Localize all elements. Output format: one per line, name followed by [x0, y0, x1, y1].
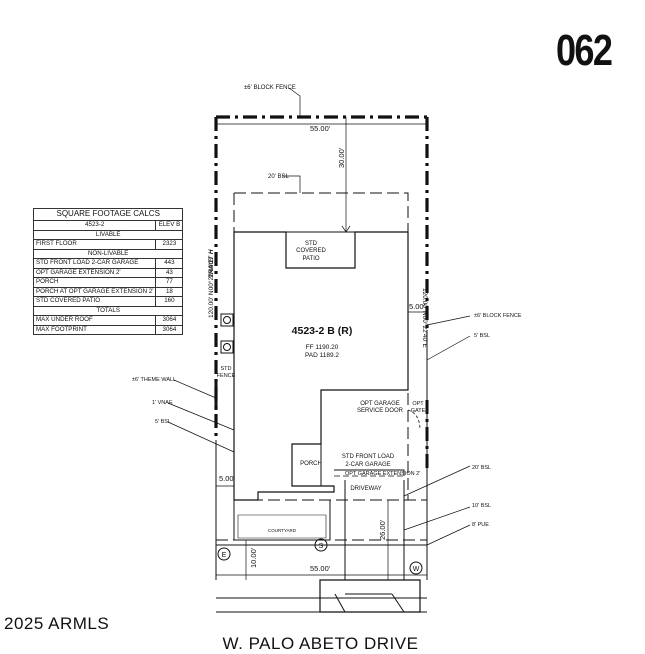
sqft-row-value: 43 — [155, 267, 184, 278]
sqft-row-label: MAX FOOTPRINT — [32, 324, 157, 335]
courtyard — [233, 500, 331, 541]
garage-label-2: 2-CAR GARAGE — [345, 462, 390, 468]
garage-front — [334, 469, 405, 476]
copyright-text: 2025 ARMLS — [4, 614, 110, 633]
callout-5bsl-right: 5' BSL — [474, 333, 490, 339]
sqft-row-label: MAX UNDER ROOF — [32, 315, 157, 326]
dim-right-5-label: 5.00' — [409, 302, 426, 311]
marker-e-label: E — [222, 552, 227, 559]
opt-gate-arc — [407, 409, 421, 431]
ff-label: FF 1190.20 — [306, 344, 339, 351]
opt-service-door-label-2: SERVICE DOOR — [357, 408, 404, 414]
sqft-plan-label: 4523-2 — [32, 220, 157, 231]
courtyard-label: COURTYARD — [268, 528, 297, 533]
dim-left-bearing: 120.00' N00°22'40"E — [207, 258, 215, 318]
covered-patio-label-1: STD — [305, 241, 318, 247]
callout-20bsl: 20' BSL — [472, 465, 491, 471]
sqft-row-value: 160 — [155, 296, 184, 307]
callout-block-fence-top: ±6' BLOCK FENCE — [244, 85, 296, 91]
callout-theme-wall: ±6' THEME WALL — [132, 377, 176, 383]
square-footage-table: SQUARE FOOTAGE CALCS 4523-2 ELEV B LIVAB… — [32, 208, 184, 335]
sqft-row-label: STD FRONT LOAD 2-CAR GARAGE — [32, 258, 157, 269]
marker-s-label: S — [319, 543, 324, 550]
std-fence-label-1: STD — [221, 366, 232, 372]
callout-5bsl-left: 5' BSL — [155, 419, 171, 425]
tract-label: TRACT H — [208, 249, 215, 278]
callout-block-fence-right: ±6' BLOCK FENCE — [474, 313, 522, 319]
sqft-row-value: 443 — [155, 258, 184, 269]
covered-patio-label-2: COVERED — [296, 248, 326, 254]
callout-10bsl: 10' BSL — [472, 503, 491, 509]
opt-service-door-label-1: OPT GARAGE — [360, 401, 400, 407]
covered-patio-label-3: PATIO — [302, 256, 319, 262]
sqft-row-label: OPT GARAGE EXTENSION 2' — [32, 267, 157, 278]
garage-label-1: STD FRONT LOAD — [342, 454, 395, 460]
dim-left-5-label: 5.00' — [219, 474, 236, 483]
marker-s-circle — [314, 538, 328, 552]
callout-vnae: 1' VNAE — [152, 400, 173, 406]
house-model-label: 4523-2 B (R) — [292, 325, 353, 337]
street-name-text: W. PALO ABETO DRIVE — [222, 634, 419, 653]
lot-number: 062 — [556, 26, 613, 75]
sqft-row-value: 77 — [155, 277, 184, 288]
utility-pedestal-2 — [220, 340, 234, 354]
marker-e-circle — [217, 547, 231, 561]
sqft-nonlivable-header: NON-LIVABLE — [32, 248, 184, 259]
sqft-row-label: PORCH AT OPT GARAGE EXTENSION 2' — [32, 286, 157, 297]
curb-line — [216, 597, 427, 613]
dim-pue-label: 10.00' — [249, 547, 258, 568]
porch-label: PORCH — [300, 461, 322, 467]
dim-bottom-label: 55.00' — [310, 564, 331, 573]
driveway — [344, 480, 405, 580]
sqft-livable-header: LIVABLE — [32, 229, 184, 240]
utility-pedestal-1 — [220, 313, 234, 327]
sqft-row-value: 3064 — [155, 315, 184, 326]
porch-outline — [292, 443, 322, 486]
sqft-row-value: 18 — [155, 286, 184, 297]
sqft-row-label: FIRST FLOOR — [32, 239, 157, 250]
sqft-elev-label: ELEV B — [155, 220, 184, 231]
pad-label: PAD 1189.2 — [305, 352, 339, 359]
marker-w-label: W — [413, 566, 420, 573]
driveway-label: DRIVEWAY — [350, 486, 381, 492]
covered-patio — [286, 231, 356, 269]
marker-w-circle — [409, 561, 423, 575]
sqft-totals-header: TOTALS — [32, 305, 184, 316]
opt-gate-label-1: OPT — [412, 401, 424, 407]
sqft-row-label: PORCH — [32, 277, 157, 288]
driveway-apron — [319, 579, 421, 613]
dim-front-label: 26.00' — [378, 519, 387, 540]
sqft-row-value: 2323 — [155, 239, 184, 250]
dim-rear-label: 30.00' — [337, 147, 346, 168]
opt-gate-label-2: GATE — [411, 408, 426, 414]
callout-8pue: 8' PUE — [472, 522, 489, 528]
opt-garage-ext-label: OPT GARAGE EXTENSION 2' — [345, 471, 420, 477]
std-fence-label-2: FENCE — [217, 373, 236, 379]
sqft-title: SQUARE FOOTAGE CALCS — [32, 208, 184, 221]
street-name: W. PALO ABETO DRIVE — [0, 634, 645, 654]
dim-top-label: 55.00' — [310, 124, 331, 133]
sqft-row-label: STD COVERED PATIO — [32, 296, 157, 307]
dim-right-bearing: 120.00' N00°22'40"E — [421, 288, 429, 348]
sqft-row-value: 3064 — [155, 324, 184, 335]
bsl-20-top-label: 20' BSL — [268, 174, 289, 180]
